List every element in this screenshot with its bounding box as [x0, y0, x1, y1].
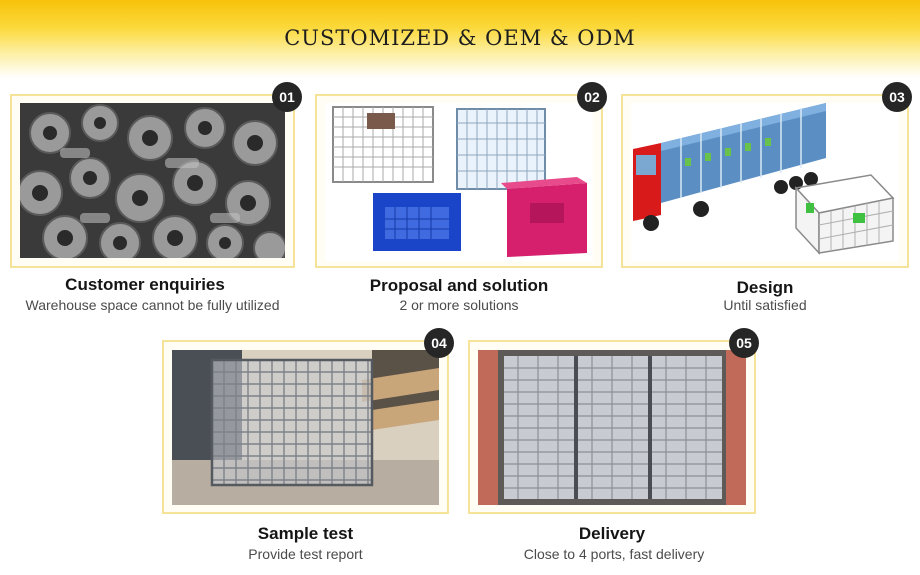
storage-cages-photo	[325, 103, 593, 261]
step-01-subtitle: Warehouse space cannot be fully utilized	[25, 297, 280, 313]
step-01-title: Customer enquiries	[65, 275, 225, 294]
step-03-title: Design	[736, 278, 794, 297]
container-loaded-cages-photo	[478, 350, 746, 505]
page-title: CUSTOMIZED & OEM & ODM	[284, 26, 636, 50]
header-banner: CUSTOMIZED & OEM & ODM	[0, 0, 920, 78]
truck-cage-design-render	[631, 103, 899, 261]
step-02-subtitle: 2 or more solutions	[399, 297, 519, 313]
step-01-badge: 01	[272, 82, 302, 112]
step-04-badge: 04	[424, 328, 454, 358]
step-05-subtitle: Close to 4 ports, fast delivery	[523, 546, 705, 562]
step-03-subtitle: Until satisfied	[723, 297, 807, 313]
step-04-title: Sample test	[257, 524, 354, 543]
step-02-badge: 02	[577, 82, 607, 112]
step-05-badge: 05	[729, 328, 759, 358]
step-03-badge: 03	[882, 82, 912, 112]
wire-cage-sample-photo	[172, 350, 439, 505]
step-02-title: Proposal and solution	[369, 276, 549, 295]
step-04-subtitle: Provide test report	[248, 546, 363, 562]
step-05-title: Delivery	[578, 524, 646, 543]
metal-castings-photo	[20, 103, 285, 258]
